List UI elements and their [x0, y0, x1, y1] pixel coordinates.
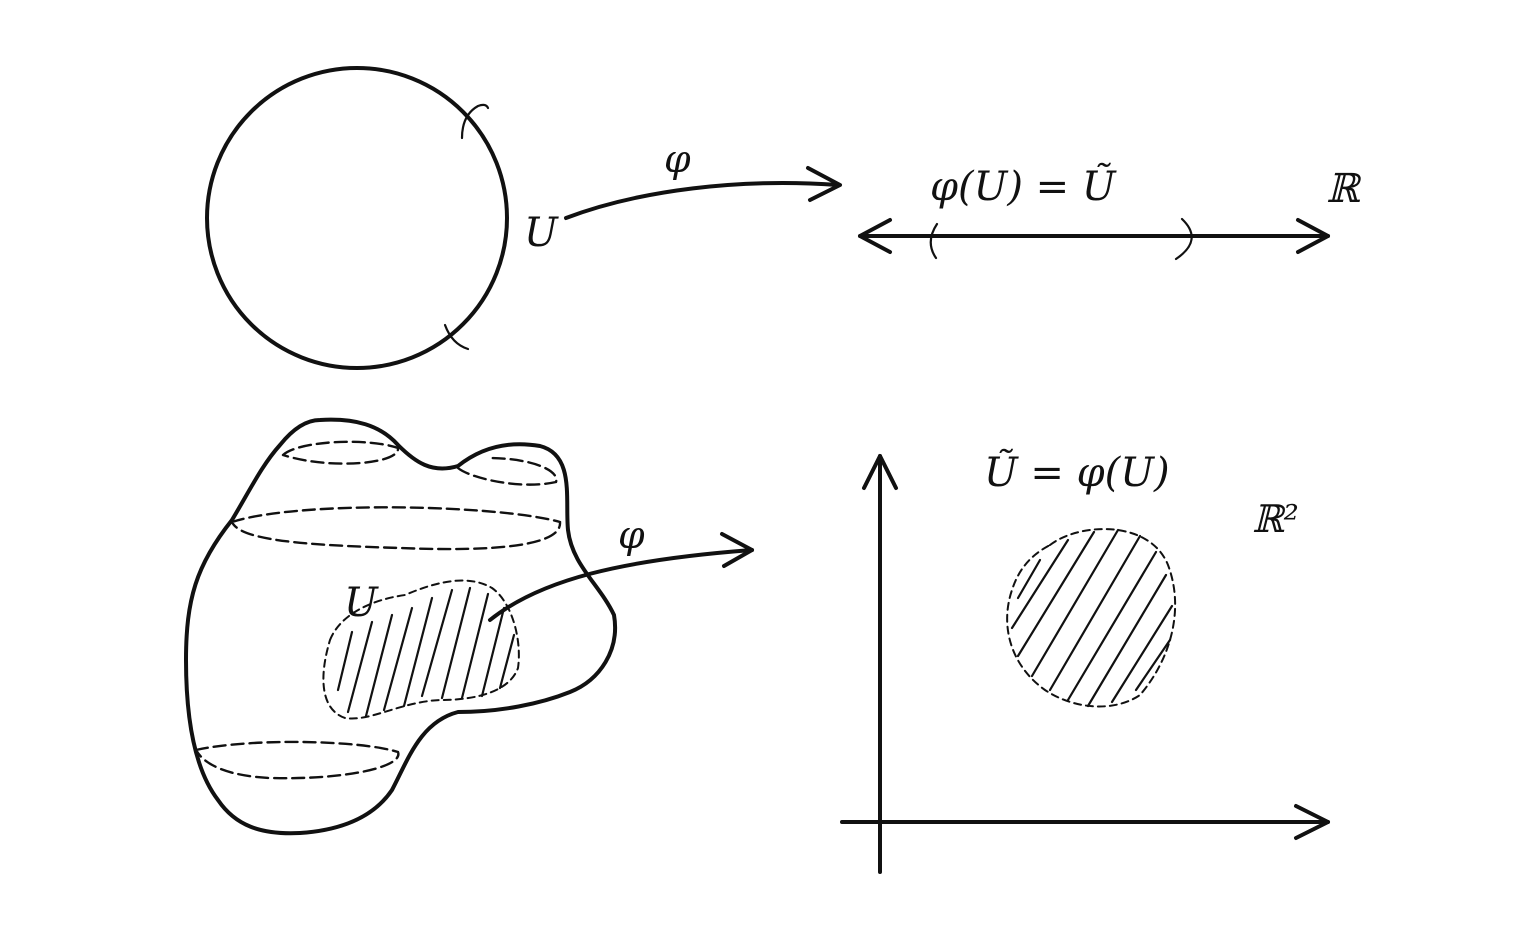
- interval-image-label: φ(U) = Ũ: [930, 163, 1117, 210]
- open-set-right-bracket: [443, 323, 470, 351]
- surface-open-set-region: [322, 579, 520, 720]
- surface-outline: [184, 417, 618, 836]
- plane-y-arrowhead: [862, 454, 898, 490]
- circle-set-label: U: [524, 210, 559, 256]
- plane-image-label: Ũ = φ(U): [984, 449, 1170, 496]
- open-set-left-bracket: [460, 103, 490, 140]
- surface-top-right-bump-ellipse: [456, 456, 558, 486]
- interval-right-paren: [1174, 217, 1193, 261]
- bottom-map-arrow-head: [720, 532, 754, 568]
- plane-space-label: ℝ²: [1252, 497, 1299, 541]
- plane-x-arrowhead: [1294, 804, 1330, 840]
- interval-left-paren: [929, 222, 939, 260]
- surface-manifold-group: U: [184, 417, 618, 836]
- real-line-space-label: ℝ: [1326, 166, 1362, 212]
- surface-middle-band-ellipse: [230, 506, 562, 551]
- real-line-right-arrowhead: [1296, 218, 1330, 254]
- top-map-arrow-curve: [564, 181, 840, 220]
- top-map-arrow-head: [806, 166, 842, 202]
- real-line-group: φ(U) = Ũ ℝ: [858, 163, 1362, 261]
- bottom-map-arrow-curve: [488, 548, 754, 622]
- real-line-left-arrowhead: [858, 218, 892, 254]
- plane-image-region: [1006, 528, 1177, 708]
- circle-manifold: [205, 66, 509, 370]
- bottom-map-arrow: φ: [488, 513, 754, 622]
- bottom-map-label: φ: [618, 513, 645, 557]
- plane-image-hatching: [1010, 528, 1174, 708]
- top-map-arrow: φ: [564, 137, 842, 220]
- circle-manifold-group: U: [205, 66, 559, 370]
- surface-set-label: U: [344, 580, 379, 626]
- surface-top-left-bump-ellipse: [281, 440, 400, 465]
- plane-group: Ũ = φ(U) ℝ²: [840, 449, 1330, 874]
- surface-open-set-hatching: [336, 586, 516, 718]
- surface-bottom-band-ellipse: [194, 740, 400, 780]
- top-map-label: φ: [664, 137, 691, 181]
